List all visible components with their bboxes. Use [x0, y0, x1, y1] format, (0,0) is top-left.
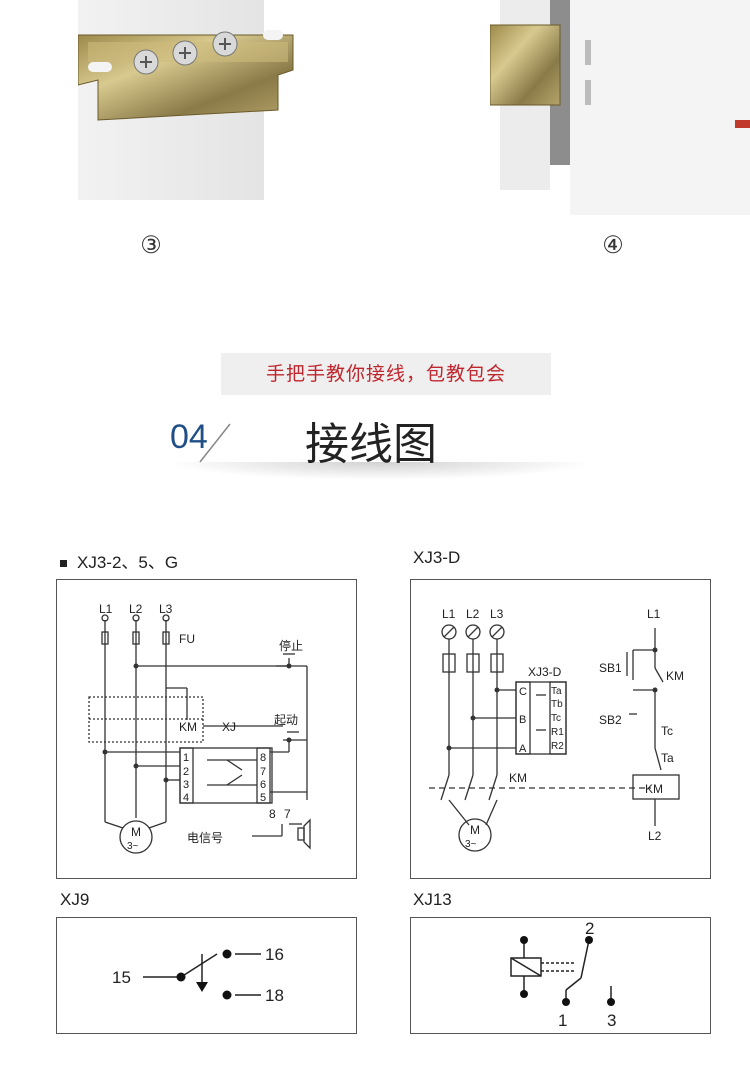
- terminal-3: 3: [607, 1011, 616, 1030]
- promo-banner: 手把手教你接线，包教包会: [221, 353, 551, 395]
- label-l1: L1: [442, 607, 456, 621]
- terminal-a: A: [519, 743, 527, 755]
- terminal-b: B: [519, 714, 526, 726]
- terminal-1: 1: [558, 1011, 567, 1030]
- diagram-xj3d-title: XJ3-D: [413, 548, 461, 567]
- label-km: KM: [179, 720, 197, 734]
- label-km-coil: KM: [645, 782, 663, 796]
- label-ta-right: Ta: [661, 751, 674, 765]
- terminal-c: C: [519, 686, 527, 698]
- label-start: 起动: [274, 713, 298, 727]
- din-rail-image: [77, 0, 294, 200]
- label-xj: XJ: [222, 720, 236, 734]
- photo-marker-3: ③: [140, 232, 162, 259]
- label-fu: FU: [179, 632, 195, 646]
- terminal-tc: Tc: [551, 713, 561, 724]
- label-motor-sub: 3~: [127, 841, 139, 852]
- label-sb2: SB2: [599, 713, 622, 727]
- terminal-15: 15: [112, 968, 131, 987]
- diagram-xj13-title: XJ13: [413, 890, 452, 909]
- terminal-r1: R1: [551, 727, 564, 738]
- diagram-xj9-svg: 15 16 18: [112, 945, 284, 1005]
- relay-image: [489, 0, 750, 215]
- label-xj3d: XJ3-D: [528, 665, 562, 679]
- label-l2: L2: [466, 607, 480, 621]
- relay-on-rail-photo: [489, 0, 750, 230]
- terminal-8: 8: [260, 752, 266, 764]
- diagram-xj3d-svg: L1 L2 L3 XJ3-D C B A Ta Tb Tc R1 R2 KM M…: [429, 607, 684, 852]
- label-signal: 电信号: [187, 831, 223, 845]
- diagram-xj3-title: XJ3-2、5、G: [60, 548, 178, 573]
- label-right-l2: L2: [648, 829, 662, 843]
- diagram-xj3d-box: L1 L2 L3 XJ3-D C B A Ta Tb Tc R1 R2 KM M…: [410, 579, 711, 879]
- signal-terminal-8: 8: [269, 807, 276, 821]
- signal-terminal-7: 7: [284, 807, 291, 821]
- terminal-tb: Tb: [551, 699, 563, 710]
- diagram-xj3-box: L1 L2 L3 FU 停止 起动 KM XJ 1 2 3 4 8 7 6 5 …: [56, 579, 357, 879]
- diagram-xj9-title: XJ9: [60, 890, 90, 909]
- terminal-16: 16: [265, 945, 284, 964]
- terminal-18: 18: [265, 986, 284, 1005]
- photo-marker-4: ④: [602, 232, 624, 259]
- label-right-l1: L1: [647, 607, 661, 621]
- terminal-3: 3: [183, 779, 189, 791]
- terminal-2: 2: [585, 919, 594, 938]
- diagram-xj13-box: 2 1 3: [410, 917, 711, 1034]
- section-title: 接线图: [305, 419, 437, 470]
- label-l3: L3: [490, 607, 504, 621]
- label-sb1: SB1: [599, 661, 622, 675]
- label-motor: M: [131, 825, 141, 839]
- label-motor-sub: 3~: [465, 839, 477, 850]
- label-tc-right: Tc: [661, 724, 673, 738]
- label-km-contact: KM: [509, 771, 527, 785]
- terminal-5: 5: [260, 792, 266, 804]
- label-l1: L1: [99, 602, 113, 616]
- label-l2: L2: [129, 602, 143, 616]
- diagram-xj3-svg: L1 L2 L3 FU 停止 起动 KM XJ 1 2 3 4 8 7 6 5 …: [88, 602, 311, 854]
- bullet-icon: [60, 560, 67, 568]
- din-rail-photo: [77, 0, 298, 200]
- section-number: 04: [170, 418, 208, 456]
- diagram-xj3-title-text: XJ3-2、5、G: [77, 553, 179, 572]
- terminal-6: 6: [260, 779, 266, 791]
- terminal-4: 4: [183, 792, 189, 804]
- label-stop: 停止: [279, 638, 303, 653]
- title-underline-shadow: [165, 462, 595, 480]
- terminal-7: 7: [260, 766, 266, 778]
- terminal-1: 1: [183, 752, 189, 764]
- terminal-r2: R2: [551, 741, 564, 752]
- label-km-right: KM: [666, 669, 684, 683]
- slash-decoration: [199, 423, 231, 463]
- label-motor: M: [470, 823, 480, 837]
- diagram-xj9-box: 15 16 18: [56, 917, 357, 1034]
- terminal-2: 2: [183, 766, 189, 778]
- terminal-ta: Ta: [551, 686, 562, 697]
- diagram-xj13-svg: 2 1 3: [510, 919, 616, 1030]
- label-l3: L3: [159, 602, 173, 616]
